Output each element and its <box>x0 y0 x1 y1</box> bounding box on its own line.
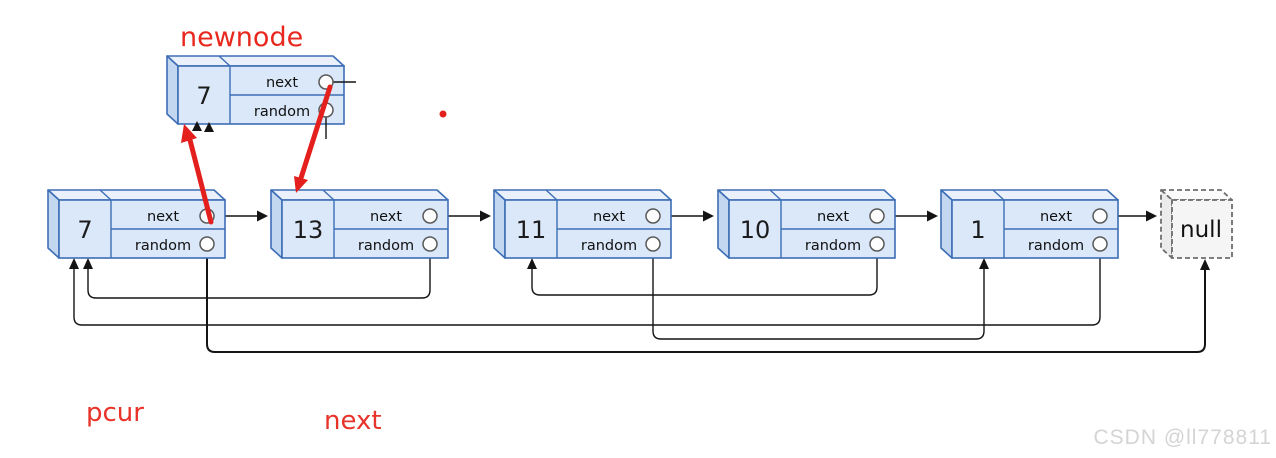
node-10: 10 next random <box>717 189 896 259</box>
node-next-label: next <box>593 209 625 225</box>
random-pointer-1-to-7 <box>69 251 1101 326</box>
random-pointer-10-to-11 <box>527 251 878 296</box>
next-pointer-circle <box>1092 208 1108 224</box>
node-random-label: random <box>358 238 414 254</box>
node-1: 1 next random <box>940 189 1119 259</box>
node-value: 1 <box>970 216 985 244</box>
newnode-label: newnode <box>180 22 303 53</box>
node-value: 7 <box>77 216 92 244</box>
newnode-random-label: random <box>254 104 310 120</box>
random-pointer-circle <box>199 236 215 252</box>
node-next-label: next <box>147 209 179 225</box>
node-random-label: random <box>805 238 861 254</box>
null-label: null <box>1180 217 1222 243</box>
next-pointer-circle <box>869 208 885 224</box>
node-random-label: random <box>581 238 637 254</box>
random-pointer-13-to-7 <box>83 251 431 299</box>
node-value: 10 <box>740 216 771 244</box>
newnode-value: 7 <box>196 82 211 110</box>
node-random-label: random <box>135 238 191 254</box>
pcur-label: pcur <box>86 398 144 428</box>
random-pointer-7-to-null <box>206 251 1210 353</box>
incoming-arrowhead <box>204 122 214 132</box>
next-pointer-label: next <box>324 406 382 436</box>
random-pointer-circle <box>1092 236 1108 252</box>
next-pointer-circle <box>422 208 438 224</box>
red-arrow-pcur-next-to-newnode <box>181 124 214 225</box>
node-value: 11 <box>516 216 547 244</box>
next-pointer-circle <box>645 208 661 224</box>
node-value: 13 <box>293 216 324 244</box>
node-null: null <box>1160 189 1233 259</box>
node-next-label: next <box>1040 209 1072 225</box>
incoming-arrowhead <box>192 121 202 131</box>
random-pointer-11-to-1 <box>652 251 989 340</box>
random-pointer-circle <box>422 236 438 252</box>
node-random-label: random <box>1028 238 1084 254</box>
node-7: 7 next random <box>47 189 226 259</box>
node-11: 11 next random <box>493 189 672 259</box>
node-next-label: next <box>370 209 402 225</box>
random-pointer-circle <box>869 236 885 252</box>
node-newnode: 7 next random <box>166 55 356 139</box>
red-arrow-newnode-next-to-13 <box>294 84 333 193</box>
node-13: 13 next random <box>270 189 449 259</box>
node-next-label: next <box>817 209 849 225</box>
newnode-next-label: next <box>266 75 298 91</box>
csdn-watermark: CSDN @ll778811 <box>1093 426 1272 449</box>
red-dot <box>439 110 447 118</box>
random-pointer-circle <box>645 236 661 252</box>
